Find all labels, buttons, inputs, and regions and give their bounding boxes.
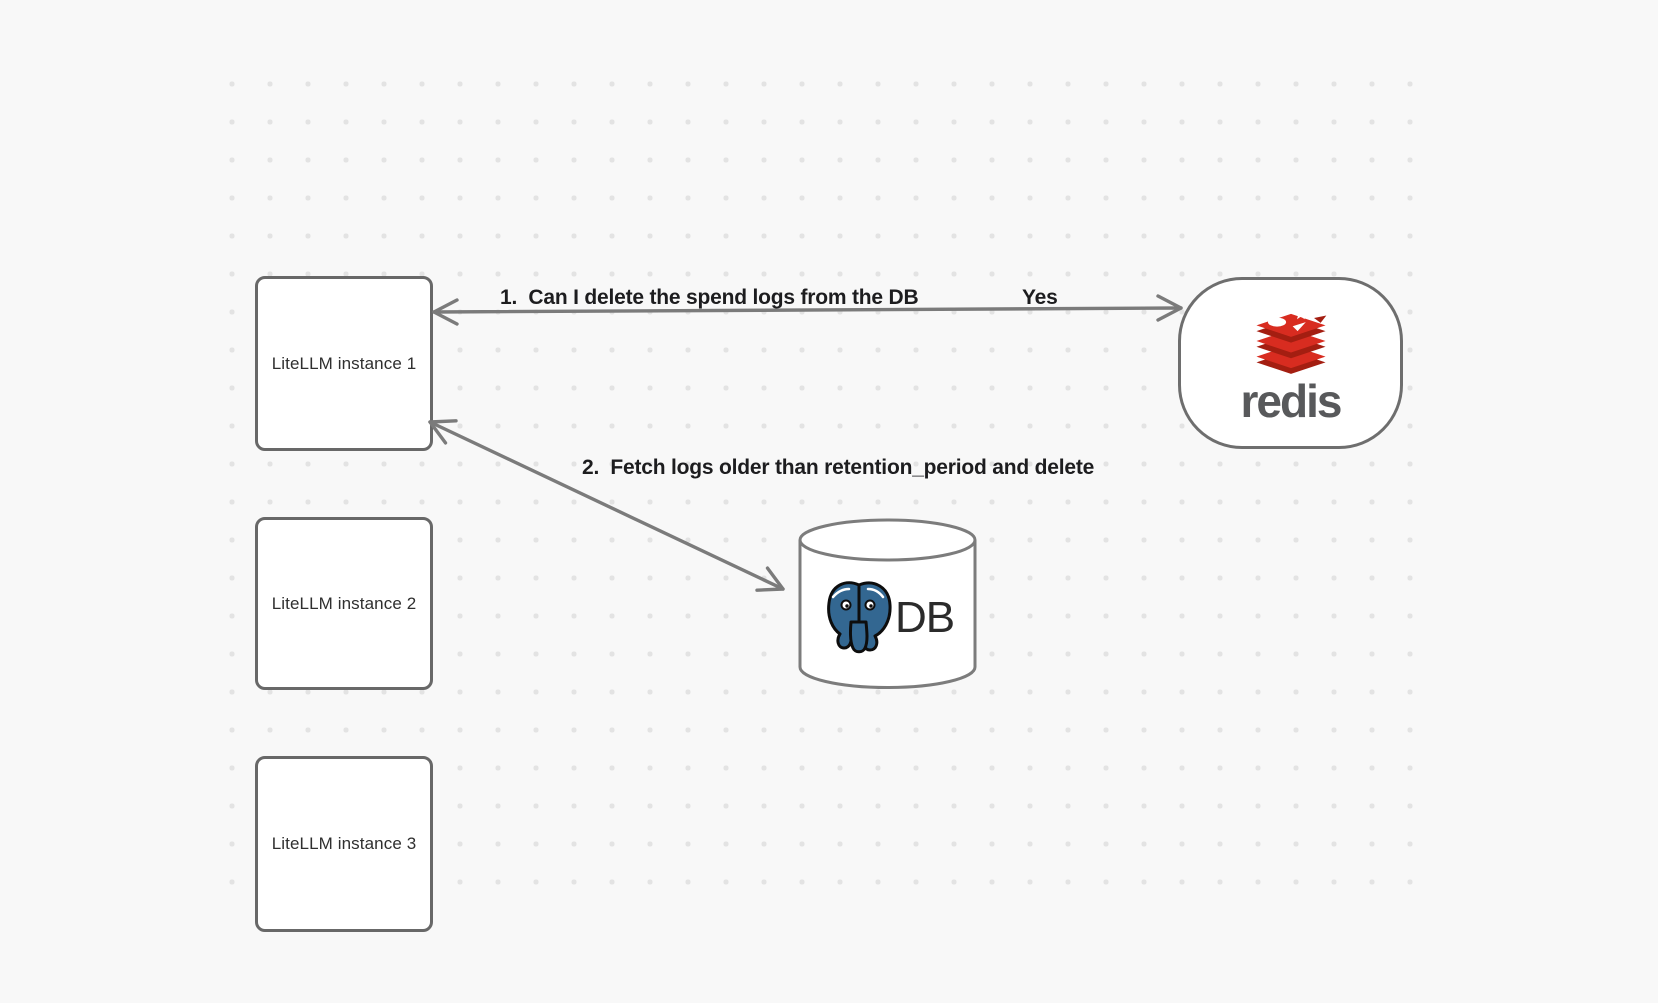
edge1-label: 1. Can I delete the spend logs from the …: [500, 286, 919, 309]
edge1-reply-label: Yes: [1022, 286, 1058, 309]
node-litellm-instance-2: LiteLLM instance 2: [255, 517, 433, 690]
database-content: DB: [806, 578, 969, 658]
node-redis: redis: [1178, 277, 1403, 449]
db-label: DB: [894, 593, 955, 642]
node-litellm-instance-3: LiteLLM instance 3: [255, 756, 433, 932]
redis-wordmark: redis: [1240, 374, 1343, 427]
postgresql-elephant-icon: [821, 578, 895, 659]
node-label: LiteLLM instance 1: [271, 353, 417, 373]
edge2-label: 2. Fetch logs older than retention_perio…: [582, 456, 1095, 479]
node-litellm-instance-1: LiteLLM instance 1: [255, 276, 433, 451]
node-label: LiteLLM instance 3: [271, 834, 417, 853]
redis-logo-icon: [1249, 304, 1333, 383]
node-label: LiteLLM instance 2: [271, 593, 417, 613]
